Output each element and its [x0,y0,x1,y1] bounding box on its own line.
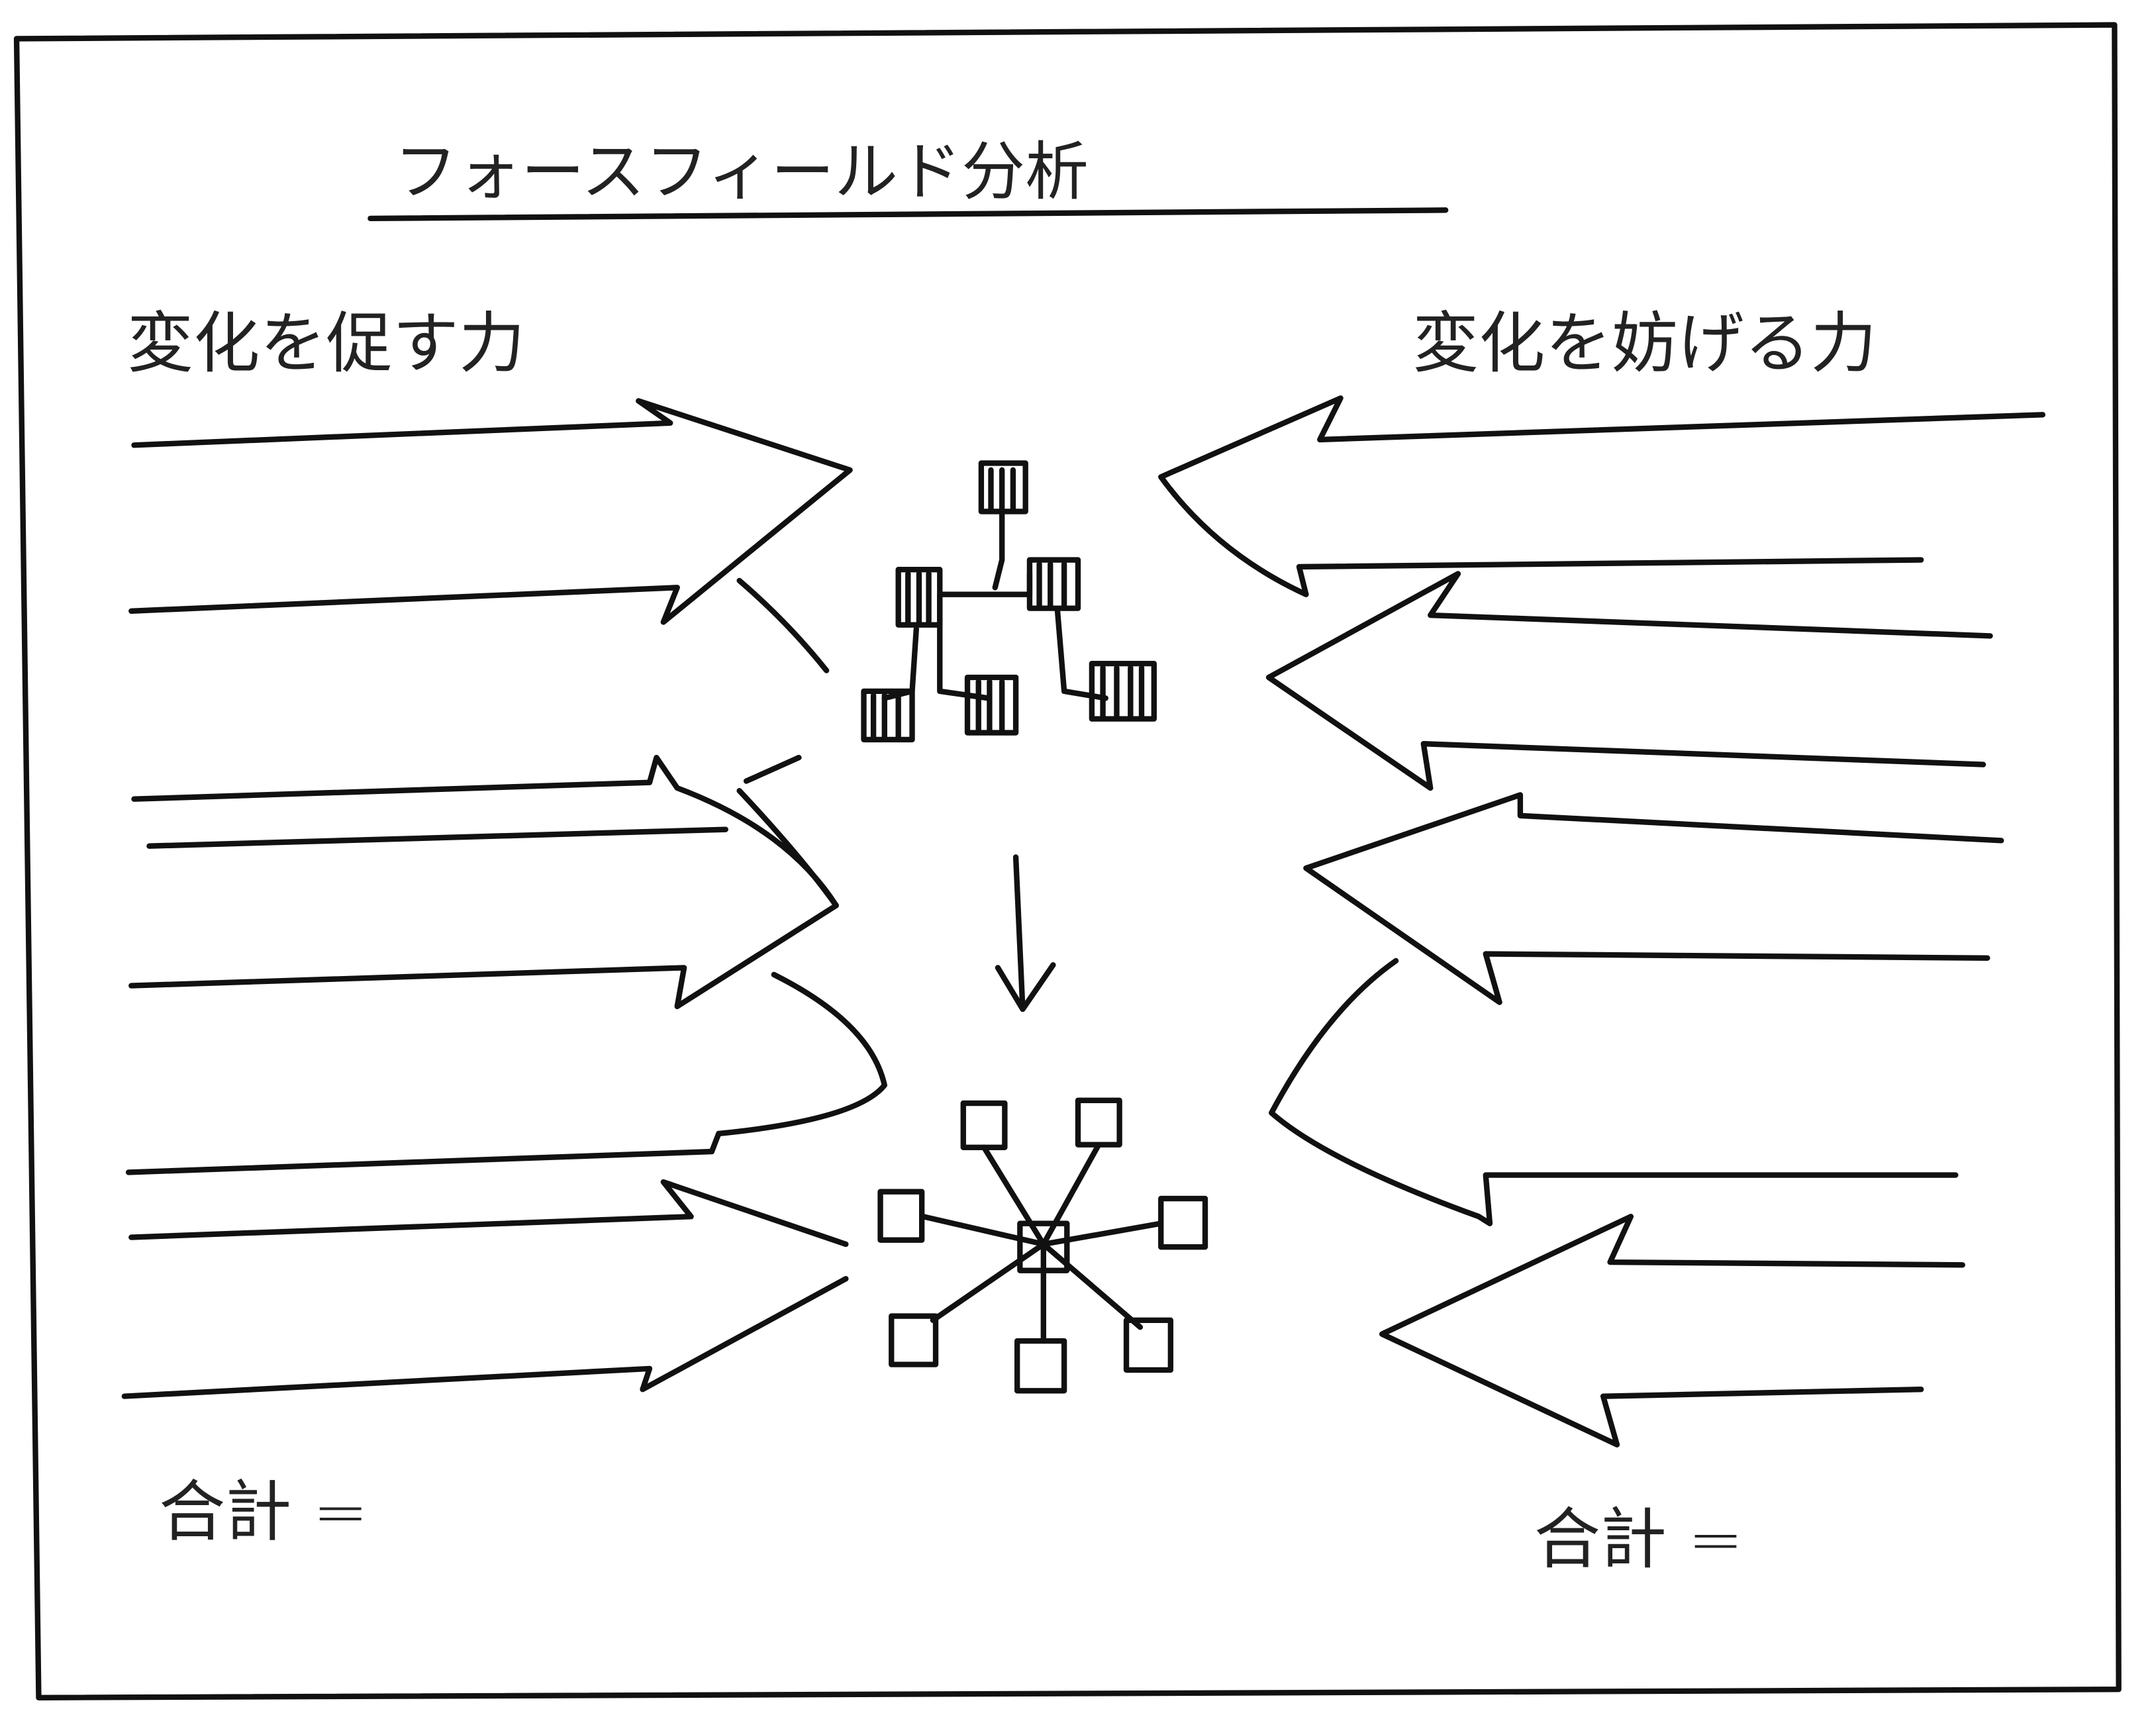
driving-curve-1 [736,577,830,673]
restraining-arrow-3 [1303,792,2004,1005]
driving-arrow-4 [121,1179,849,1399]
driving-connector [743,754,802,784]
driving-forces-label: 変化を促す力 [127,305,525,382]
page-border [13,22,2122,1700]
restraining-forces-total: 合計 = [1534,1500,1743,1578]
driving-arrow-1 [128,398,853,625]
driving-forces-total: 合計 = [159,1473,368,1550]
restraining-arrow-5 [1379,1214,1965,1447]
restraining-arrow-2 [1265,571,1993,791]
driving-arrow-3 [125,971,887,1175]
driving-line [146,826,728,849]
driving-curve-2 [736,788,839,908]
restraining-arrow-1 [1158,395,2046,597]
restraining-arrow-4 [1269,957,1959,1226]
future-state-network-icon [877,1097,1208,1394]
current-state-hierarchy-icon [861,460,1157,743]
title-underline [368,207,1449,222]
driving-force-arrows [121,398,887,1399]
diagram-title: フォースフィールド分析 [394,134,1089,209]
restraining-forces-label: 変化を妨げる力 [1412,305,1877,382]
restraining-force-arrows [1158,395,2046,1447]
driving-arrow-2 [128,754,839,1010]
transition-arrow [995,854,1056,1012]
